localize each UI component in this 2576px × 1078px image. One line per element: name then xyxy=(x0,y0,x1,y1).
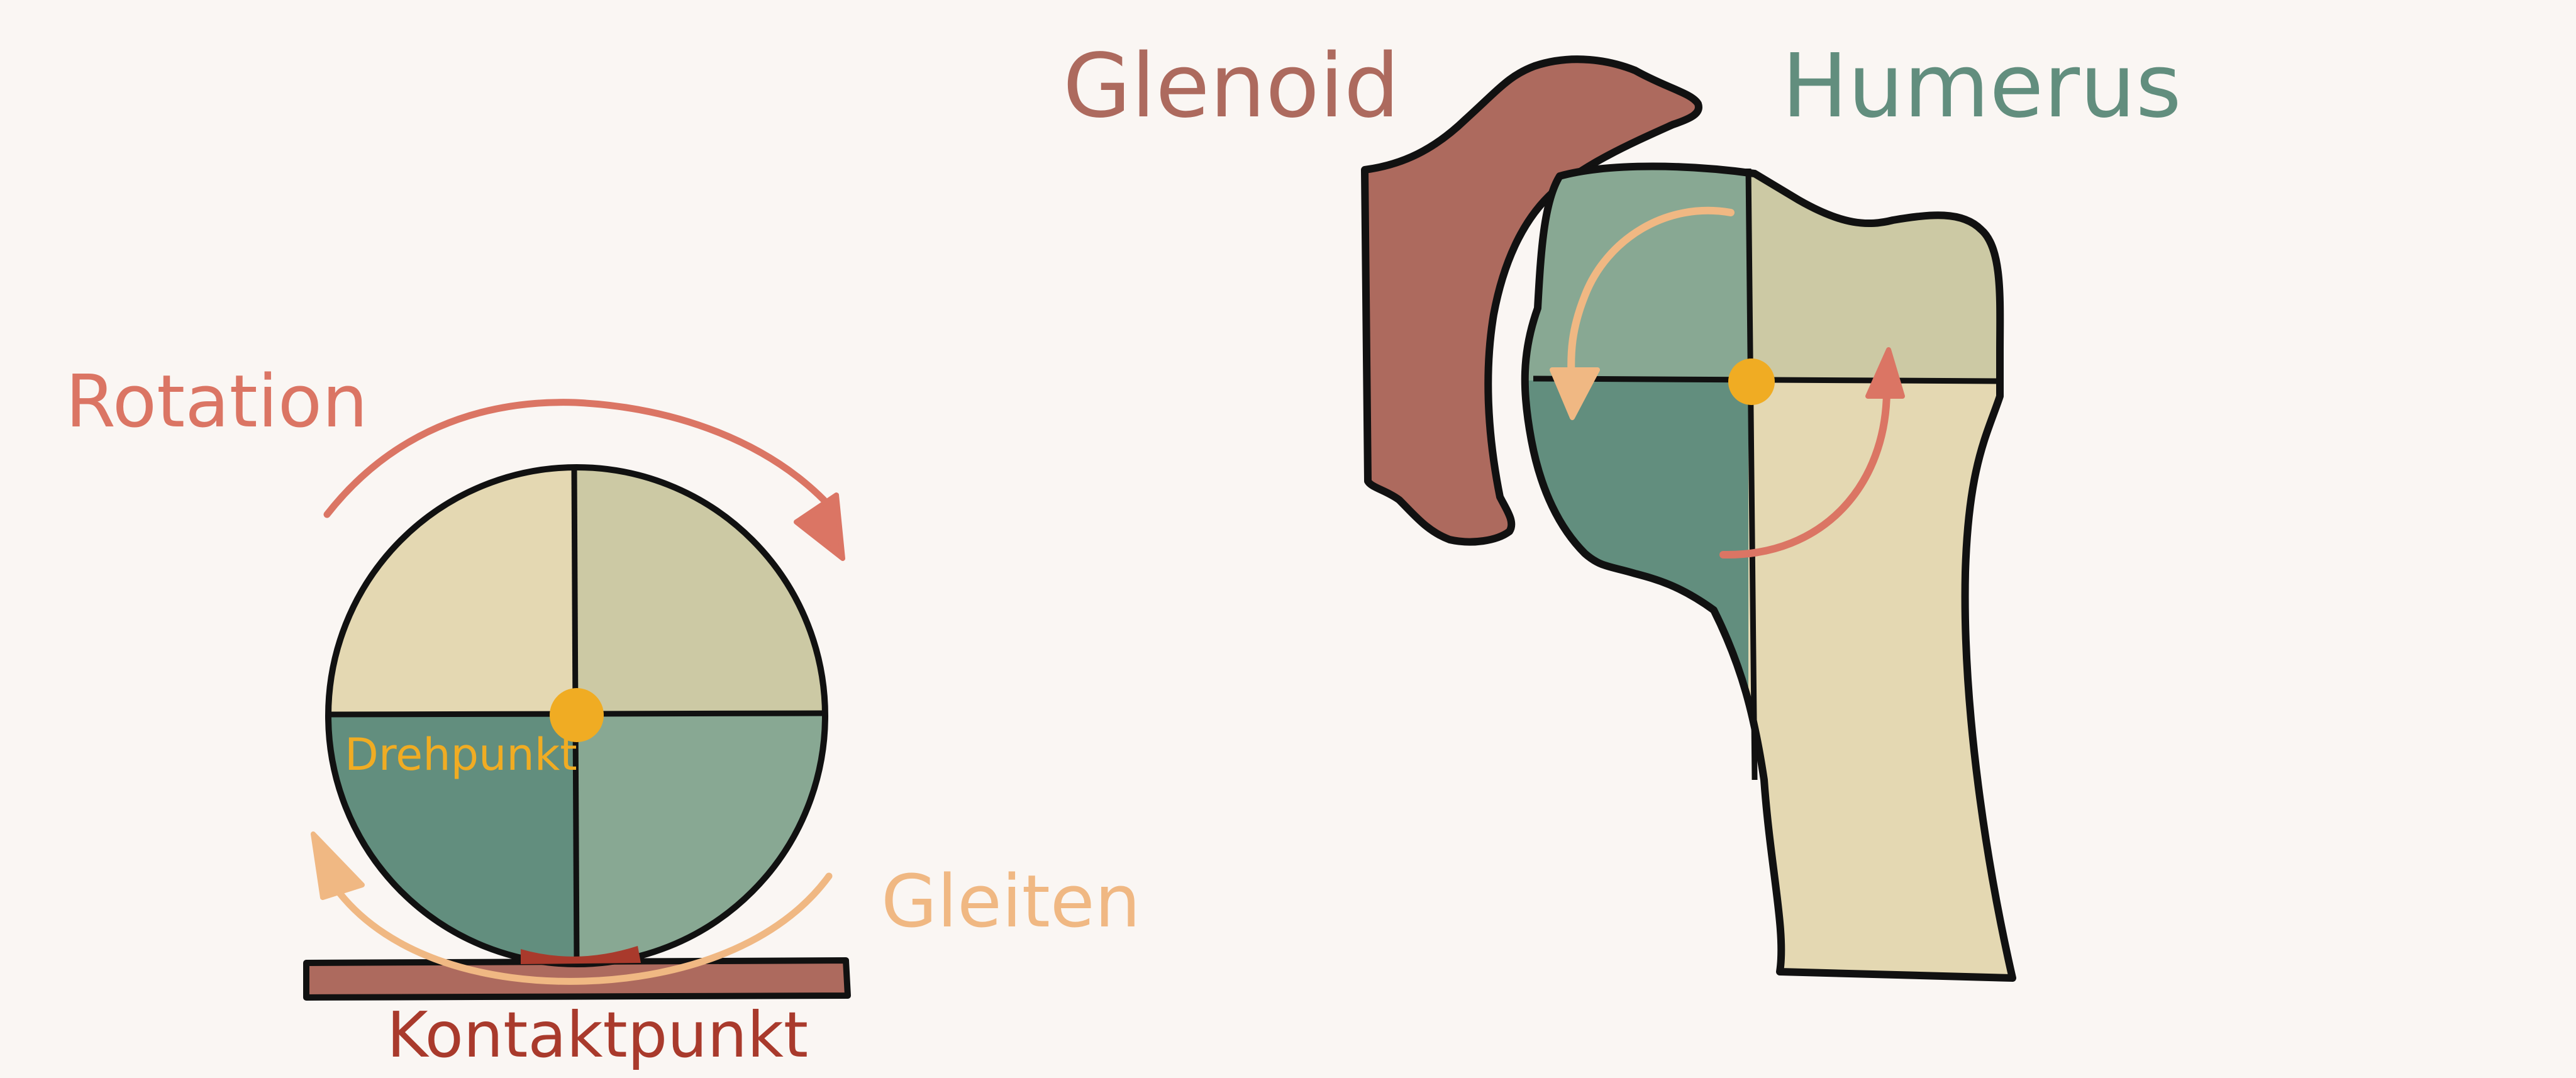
humerus-vertical-axis xyxy=(1745,168,1758,781)
wheel-quadrants xyxy=(328,467,825,964)
humerus-gleiten-arrow xyxy=(1567,206,1735,394)
wheel-outline xyxy=(325,464,828,967)
humerus-head-bottom xyxy=(1524,381,1748,978)
rotation-arrow xyxy=(323,399,828,518)
drehpunkt-label: Drehpunkt xyxy=(345,729,577,781)
humerus-label: Humerus xyxy=(1782,35,2182,138)
quadrant-top-left xyxy=(328,467,577,716)
humerus-head-top xyxy=(1524,166,1748,381)
shoulder-joint: Glenoid Humerus xyxy=(1063,35,2182,982)
kontaktpunkt-label: Kontaktpunkt xyxy=(387,998,808,1072)
wheel-model: Rotation Drehpunkt Gleiten Kontaktpunkt xyxy=(65,360,1141,1072)
gleiten-arrow xyxy=(336,872,833,985)
glenoid-shape xyxy=(1361,55,1702,546)
glenoid-label: Glenoid xyxy=(1063,35,1400,138)
humerus-tubercle xyxy=(1748,166,2012,381)
quadrant-bottom-right xyxy=(577,716,825,964)
humerus-outline xyxy=(1521,162,2016,982)
pivot-dot xyxy=(550,688,604,742)
quadrant-top-right xyxy=(577,467,825,716)
gleiten-arrow-head xyxy=(311,831,365,900)
humerus-regions xyxy=(1524,166,2012,978)
contact-patch xyxy=(521,946,641,964)
rotation-arrow-head xyxy=(794,492,845,561)
humerus-rotation-arrow xyxy=(1719,386,1890,559)
gleiten-label: Gleiten xyxy=(881,860,1141,944)
rotation-label: Rotation xyxy=(65,360,368,444)
humerus-pivot-dot xyxy=(1728,358,1775,405)
humerus-rotation-arrow-head xyxy=(1865,347,1905,399)
humerus-gleiten-arrow-head xyxy=(1550,367,1600,420)
